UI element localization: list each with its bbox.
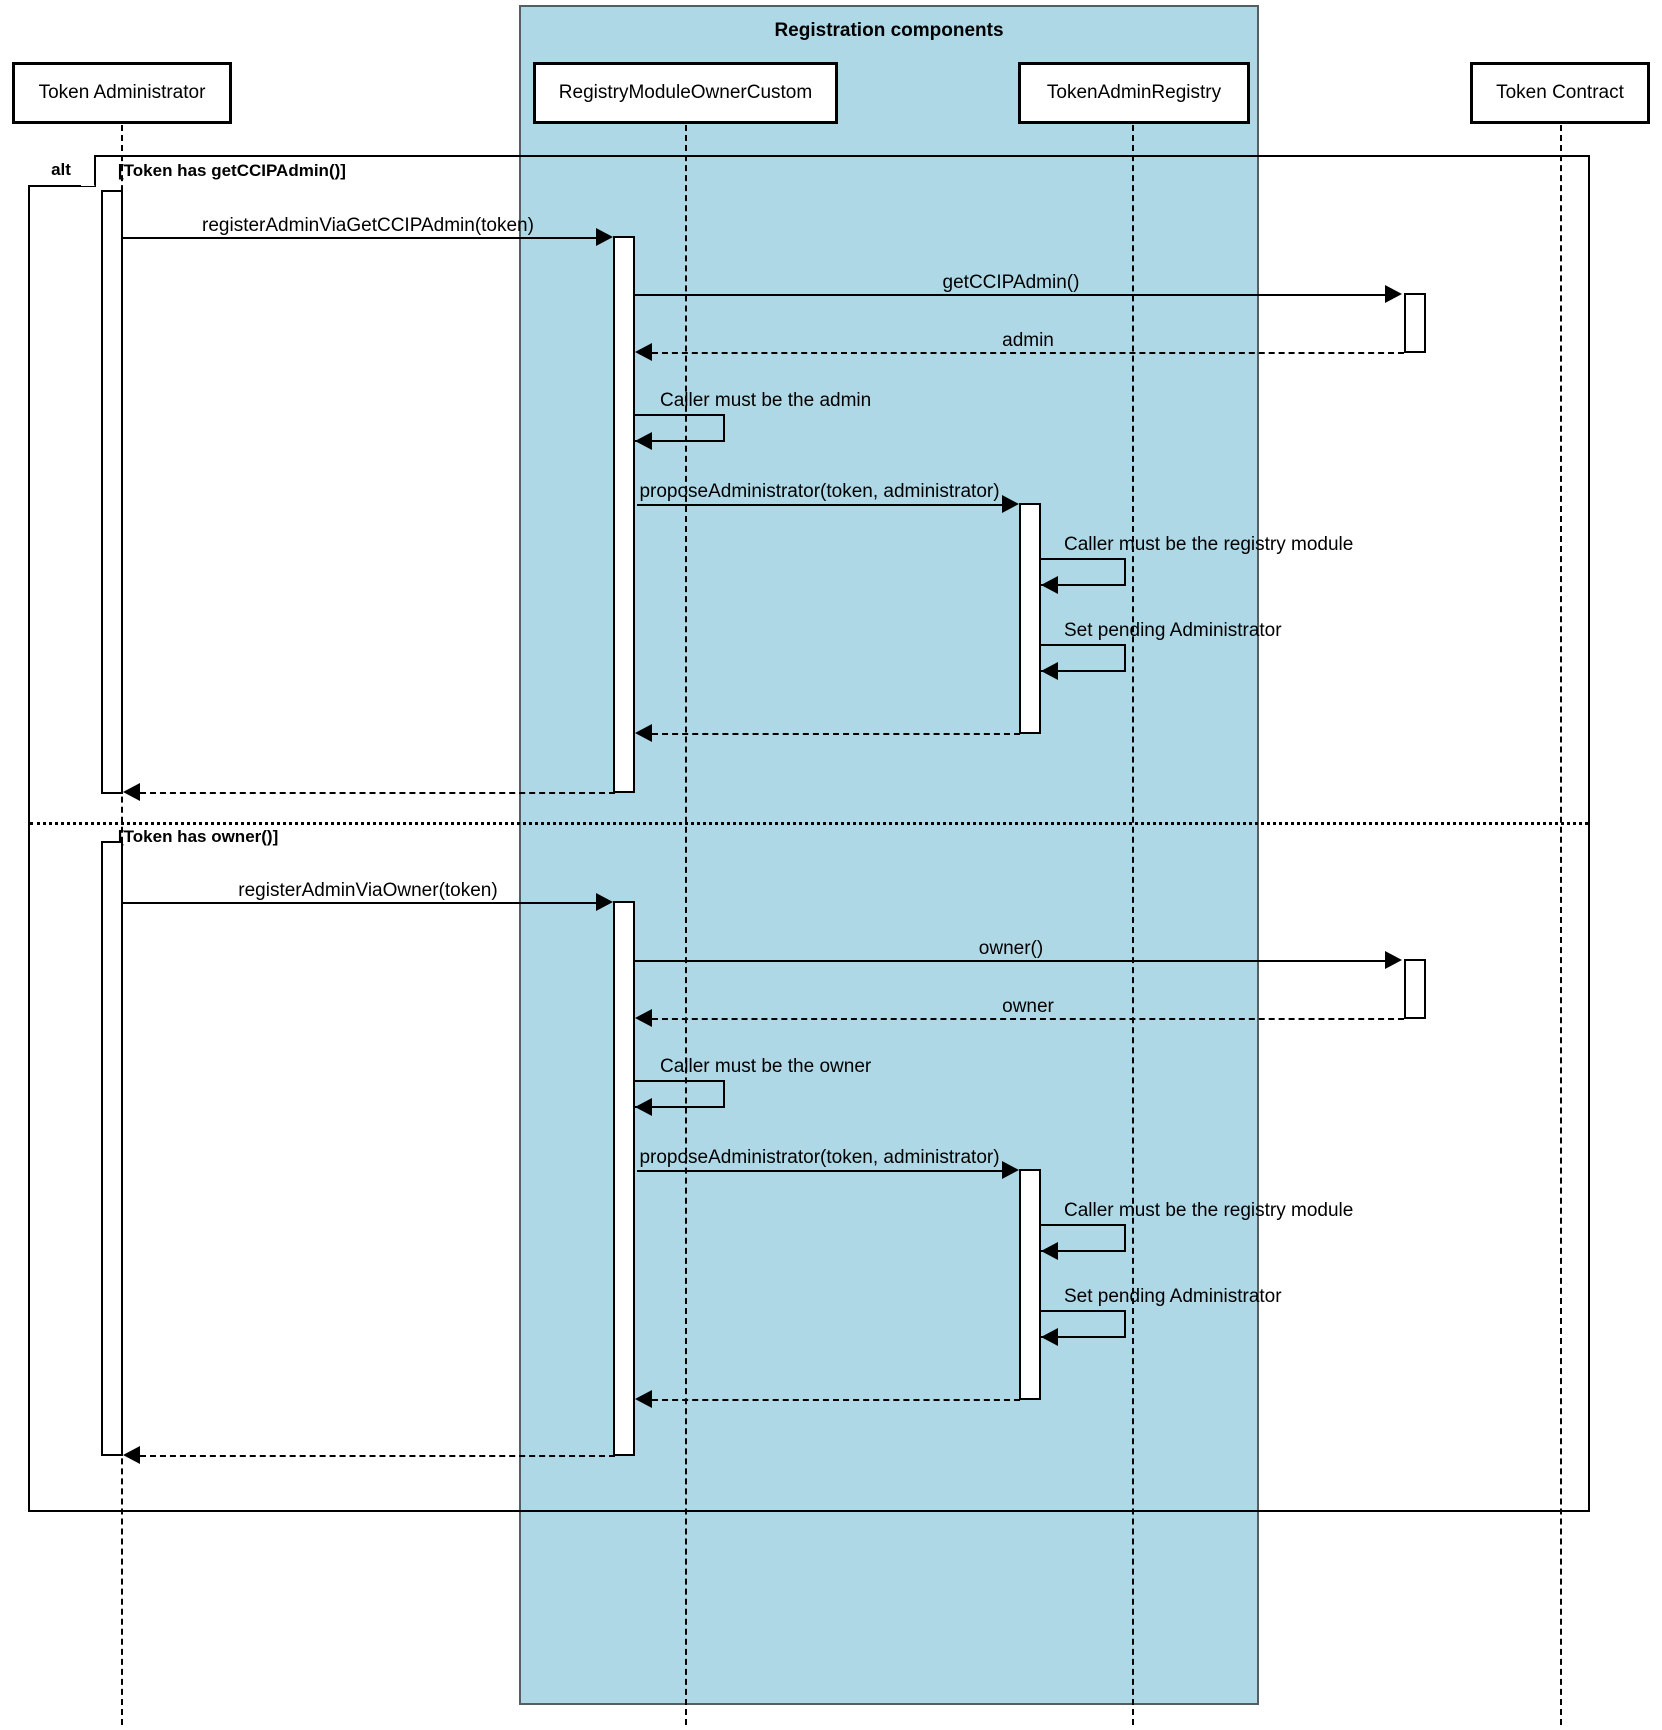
alt-separator bbox=[30, 822, 1588, 825]
message-label-m1: registerAdminViaGetCCIPAdmin(token) bbox=[202, 215, 534, 236]
message-line-m18 bbox=[140, 1455, 615, 1457]
message-label-m7: Set pending Administrator bbox=[1064, 620, 1282, 641]
self-message-box-m6 bbox=[1041, 558, 1126, 586]
lifeline-registry-module-owner-custom bbox=[685, 125, 687, 1725]
message-arrowhead-m17 bbox=[635, 1390, 652, 1408]
message-label-m12: owner bbox=[1002, 996, 1054, 1017]
message-label-m14: proposeAdministrator(token, administrato… bbox=[639, 1147, 1000, 1168]
activation-token-admin-registry-1 bbox=[1019, 503, 1041, 734]
message-label-m16: Set pending Administrator bbox=[1064, 1286, 1282, 1307]
participant-token-admin-registry[interactable]: TokenAdminRegistry bbox=[1018, 62, 1250, 124]
message-label-m13: Caller must be the owner bbox=[660, 1056, 872, 1077]
alt-guard-2: [Token has owner()] bbox=[118, 827, 279, 846]
activation-token-contract-1 bbox=[1404, 293, 1426, 353]
message-arrowhead-m3 bbox=[635, 343, 652, 361]
message-label-m4: Caller must be the admin bbox=[660, 390, 872, 411]
message-arrowhead-m16 bbox=[1041, 1328, 1058, 1346]
lifeline-token-admin-registry bbox=[1132, 125, 1134, 1725]
message-line-m9 bbox=[140, 792, 615, 794]
message-arrowhead-m7 bbox=[1041, 662, 1058, 680]
message-arrowhead-m12 bbox=[635, 1009, 652, 1027]
message-line-m14 bbox=[637, 1170, 1002, 1172]
activation-token-administrator-2 bbox=[101, 841, 123, 1456]
message-arrowhead-m4 bbox=[635, 432, 652, 450]
self-message-box-m16 bbox=[1041, 1310, 1126, 1338]
lifeline-token-contract bbox=[1560, 125, 1562, 1725]
participant-label: TokenAdminRegistry bbox=[1046, 82, 1222, 103]
message-arrowhead-m5 bbox=[1002, 495, 1019, 513]
message-arrowhead-m10 bbox=[596, 893, 613, 911]
message-arrowhead-m2 bbox=[1385, 285, 1402, 303]
participant-token-administrator[interactable]: Token Administrator bbox=[12, 62, 232, 124]
participant-label: RegistryModuleOwnerCustom bbox=[558, 82, 813, 103]
message-line-m17 bbox=[652, 1399, 1020, 1401]
alt-guard-1: [Token has getCCIPAdmin()] bbox=[118, 161, 346, 180]
message-arrowhead-m11 bbox=[1385, 951, 1402, 969]
self-message-box-m4 bbox=[635, 414, 725, 442]
message-label-m5: proposeAdministrator(token, administrato… bbox=[639, 481, 1000, 502]
activation-token-contract-2 bbox=[1404, 959, 1426, 1019]
message-label-m11: owner() bbox=[978, 938, 1044, 959]
message-arrowhead-m1 bbox=[596, 228, 613, 246]
activation-registry-2 bbox=[613, 901, 635, 1456]
message-line-m10 bbox=[123, 902, 596, 904]
message-label-m6: Caller must be the registry module bbox=[1064, 534, 1354, 555]
message-arrowhead-m13 bbox=[635, 1098, 652, 1116]
alt-fragment-frame bbox=[28, 155, 1590, 1512]
message-line-m3 bbox=[652, 352, 1404, 354]
message-arrowhead-m6 bbox=[1041, 576, 1058, 594]
alt-operator-label: alt bbox=[28, 155, 96, 187]
message-label-m2: getCCIPAdmin() bbox=[942, 272, 1080, 293]
self-message-box-m7 bbox=[1041, 644, 1126, 672]
activation-registry-1 bbox=[613, 236, 635, 793]
group-registration-components bbox=[519, 5, 1259, 1705]
participant-token-contract[interactable]: Token Contract bbox=[1470, 62, 1650, 124]
activation-token-admin-registry-2 bbox=[1019, 1169, 1041, 1400]
message-label-m15: Caller must be the registry module bbox=[1064, 1200, 1354, 1221]
message-line-m5 bbox=[637, 504, 1002, 506]
participant-label: Token Contract bbox=[1496, 82, 1624, 103]
message-arrowhead-m18 bbox=[123, 1446, 140, 1464]
participant-registry-module-owner-custom[interactable]: RegistryModuleOwnerCustom bbox=[533, 62, 838, 124]
message-line-m12 bbox=[652, 1018, 1404, 1020]
activation-token-administrator-1 bbox=[101, 190, 123, 794]
message-arrowhead-m8 bbox=[635, 724, 652, 742]
message-line-m1 bbox=[123, 237, 596, 239]
message-label-m10: registerAdminViaOwner(token) bbox=[238, 880, 498, 901]
self-message-box-m13 bbox=[635, 1080, 725, 1108]
message-label-m3: admin bbox=[1002, 330, 1054, 351]
message-arrowhead-m14 bbox=[1002, 1161, 1019, 1179]
group-title: Registration components bbox=[774, 20, 1004, 41]
participant-label: Token Administrator bbox=[38, 82, 206, 103]
message-arrowhead-m15 bbox=[1041, 1242, 1058, 1260]
message-arrowhead-m9 bbox=[123, 783, 140, 801]
self-message-box-m15 bbox=[1041, 1224, 1126, 1252]
message-line-m11 bbox=[635, 960, 1385, 962]
message-line-m8 bbox=[652, 733, 1020, 735]
message-line-m2 bbox=[635, 294, 1385, 296]
